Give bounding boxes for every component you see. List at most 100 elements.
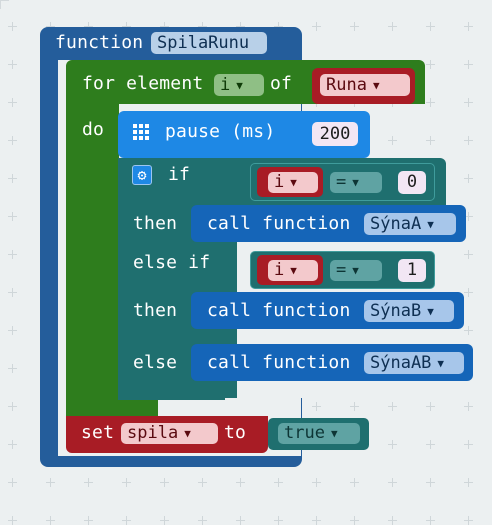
grid-cross [388, 136, 397, 145]
else-row [118, 329, 191, 395]
grid-cross [8, 60, 17, 69]
grid-cross [426, 402, 435, 411]
chevron-down-icon: ▼ [352, 176, 359, 189]
for-variable-label: i [220, 75, 231, 95]
grid-cross [8, 174, 17, 183]
call-target-label-ab: SýnaAB [370, 353, 432, 373]
compare-var-dropdown-2[interactable]: i▼ [268, 260, 318, 281]
for-element-footer [66, 400, 158, 416]
grid-cross [426, 478, 435, 487]
compare-value-input-2[interactable]: 1 [398, 259, 426, 282]
chevron-down-icon: ▼ [372, 79, 380, 92]
chevron-down-icon: ▼ [427, 305, 434, 318]
grid-cross [388, 440, 397, 449]
compare-operator-dropdown-1[interactable]: =▼ [330, 172, 382, 193]
grid-cross [8, 478, 17, 487]
list-variable-dropdown[interactable]: Runa ▼ [320, 74, 410, 96]
function-keyword: function [55, 32, 144, 53]
grid-cross [464, 478, 473, 487]
set-variable-label: spila [127, 423, 179, 443]
grid-cross [464, 402, 473, 411]
grid-cross [8, 136, 17, 145]
grid-cross [312, 516, 321, 525]
call-label-a: call function [207, 213, 351, 234]
for-variable-dropdown[interactable]: i▼ [214, 74, 264, 96]
set-label: set [81, 422, 115, 443]
grid-cross [8, 402, 17, 411]
grid-cross [312, 478, 321, 487]
grid-cross [122, 22, 131, 31]
grid-cross [198, 22, 207, 31]
grid-cross [46, 478, 55, 487]
compare-operator-label-2: = [336, 260, 347, 280]
grid-cross [274, 478, 283, 487]
grid-cross [160, 22, 169, 31]
grid-cross [464, 136, 473, 145]
chevron-down-icon: ▼ [437, 357, 445, 370]
grid-cross [8, 326, 17, 335]
grid-cross [464, 440, 473, 449]
boolean-value-dropdown[interactable]: true▼ [278, 423, 360, 444]
grid-cross [464, 212, 473, 221]
grid-cross [198, 478, 207, 487]
grid-cross [464, 326, 473, 335]
grid-cross [464, 98, 473, 107]
chevron-down-icon: ▼ [236, 79, 243, 92]
grid-cross [350, 402, 359, 411]
chevron-down-icon: ▼ [290, 176, 297, 189]
compare-operator-label-1: = [336, 172, 347, 192]
else-if-row [118, 242, 237, 292]
call-label-ab: call function [207, 352, 351, 373]
boolean-value-label: true [284, 423, 325, 443]
compare-operator-dropdown-2[interactable]: =▼ [330, 260, 382, 281]
grid-cross [160, 478, 169, 487]
grid-cross [350, 22, 359, 31]
grid-cross [8, 22, 17, 31]
grid-cross [464, 250, 473, 259]
grid-cross [122, 478, 131, 487]
grid-cross [8, 250, 17, 259]
grid-cross [160, 516, 169, 525]
pause-value-input[interactable]: 200 [312, 122, 358, 146]
grid-icon [133, 124, 149, 140]
compare-value-input-1[interactable]: 0 [398, 171, 426, 194]
grid-cross [84, 22, 93, 31]
grid-cross [46, 516, 55, 525]
then-label-2: then [133, 300, 178, 321]
grid-cross [426, 60, 435, 69]
compare-var-label-2: i [274, 260, 285, 280]
grid-cross [464, 174, 473, 183]
call-target-label-a: SýnaA [370, 214, 422, 234]
set-to-label: to [224, 422, 247, 443]
list-variable-label: Runa [326, 75, 367, 95]
grid-cross [8, 212, 17, 221]
if-label: if [168, 164, 191, 185]
chevron-down-icon: ▼ [290, 264, 297, 277]
grid-cross [464, 516, 473, 525]
else-label: else [133, 352, 178, 373]
call-target-dropdown-a[interactable]: SýnaA▼ [364, 213, 456, 235]
grid-cross [236, 22, 245, 31]
set-variable-dropdown[interactable]: spila▼ [121, 423, 218, 444]
grid-cross [198, 516, 207, 525]
gear-icon[interactable]: ⚙ [132, 165, 152, 185]
for-do-label: do [82, 119, 105, 140]
grid-cross [8, 288, 17, 297]
grid-cross [388, 478, 397, 487]
compare-var-dropdown-1[interactable]: i▼ [268, 172, 318, 193]
grid-cross [274, 516, 283, 525]
grid-cross [312, 402, 321, 411]
grid-cross [464, 60, 473, 69]
grid-cross [426, 22, 435, 31]
function-name-field[interactable]: SpilaRunu [151, 32, 267, 54]
grid-cross [464, 22, 473, 31]
grid-cross [8, 364, 17, 373]
for-element-keyword: for element [82, 73, 204, 94]
if-block-right-cut-top [237, 158, 240, 206]
grid-cross [84, 516, 93, 525]
call-target-dropdown-ab[interactable]: SýnaAB ▼ [364, 352, 464, 374]
call-target-dropdown-b[interactable]: SýnaB ▼ [364, 300, 454, 322]
grid-cross [312, 22, 321, 31]
call-target-label-b: SýnaB [370, 301, 422, 321]
then-label-1: then [133, 213, 178, 234]
